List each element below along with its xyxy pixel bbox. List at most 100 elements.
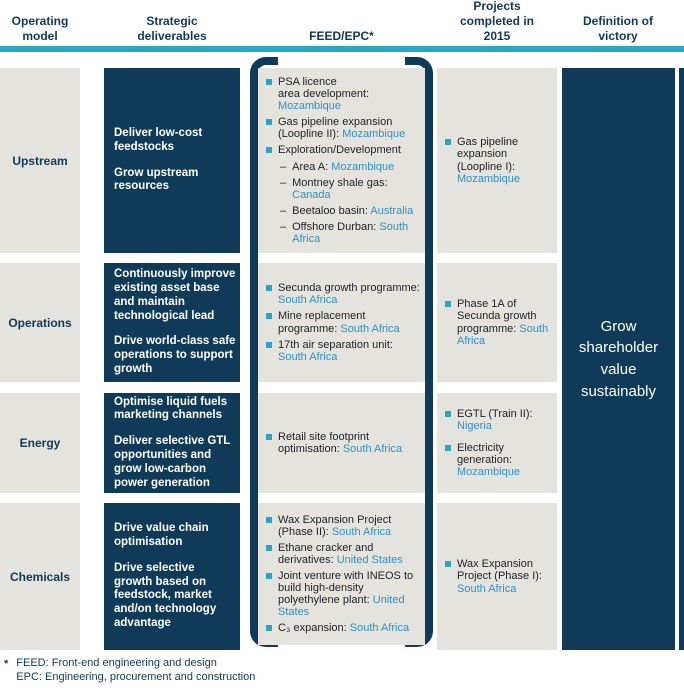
square-bullet-icon (266, 544, 272, 551)
item-text: Phase 1A of Secunda growth programme: (457, 298, 537, 335)
header-divider-line (0, 46, 684, 52)
dash-bullet-icon: – (280, 220, 287, 233)
row-label: Upstream (12, 153, 68, 168)
item-location: Canada (292, 188, 331, 201)
square-bullet-icon (266, 147, 272, 154)
deliverables-energy: Optimise liquid fuels marketing channels… (104, 393, 240, 493)
deliverable-text: Continuously improve existing asset base… (114, 268, 236, 322)
row-label: Energy (19, 436, 61, 450)
square-bullet-icon (266, 433, 272, 440)
list-item: Mine replacement programme: South Africa (266, 310, 421, 335)
deliverable-text: Grow upstream resources (114, 166, 199, 193)
item-text: Electricity generation: (457, 441, 513, 467)
item-location: Mozambique (457, 172, 520, 185)
square-bullet-icon (266, 313, 272, 320)
projects-2015-upstream: Gas pipeline expansion (Loopline I): Moz… (437, 68, 557, 253)
item-text: Mine replacement programme: (278, 310, 366, 335)
item-text: PSA licence area development: (278, 75, 370, 101)
dash-bullet-icon: – (280, 176, 287, 189)
list-item: Gas pipeline expansion (Loopline II): Mo… (266, 116, 421, 140)
square-bullet-icon (266, 625, 272, 632)
column-header-strategic-deliverables: Strategic deliverables (137, 14, 207, 43)
item-location: Mozambique (342, 128, 406, 141)
row-label: Operations (8, 315, 72, 330)
list-item: Retail site footprint optimisation: Sout… (266, 431, 421, 455)
deliverable-text: Optimise liquid fuels marketing channels (114, 395, 228, 422)
item-text: Joint venture with INEOS to build high-d… (278, 569, 414, 607)
victory-text: Grow shareholder value sustainably (578, 317, 659, 400)
item-location: Nigeria (457, 419, 492, 432)
list-item: Secunda growth programme: South Africa (266, 282, 421, 306)
projects-2015-chemicals: Wax Expansion Project (Phase I): South A… (437, 503, 557, 650)
item-location: United States (278, 594, 405, 619)
list-item: Exploration/Development (266, 144, 421, 156)
square-bullet-icon (445, 139, 451, 146)
dash-bullet-icon: – (280, 204, 287, 217)
deliverable-text: Drive world-class safe operations to sup… (114, 335, 236, 375)
item-location: South Africa (292, 220, 409, 245)
item-text: C₃ expansion: (278, 622, 347, 635)
deliverable-text: Deliver selective GTL opportunities and … (114, 435, 231, 489)
item-text: Exploration/Development (278, 144, 401, 157)
column-header-definition-of-victory: Definition of victory (583, 14, 653, 43)
column-header-operating-model: Operating model (11, 14, 69, 43)
deliverables-chemicals: Drive value chain optimisation Drive sel… (104, 503, 240, 650)
square-bullet-icon (445, 410, 451, 417)
item-text: Gas pipeline expansion (Loopline II): (278, 116, 393, 141)
footnote: * FEED: Front-end engineering and design… (4, 657, 255, 685)
list-subitem: – Montney shale gas: Canada (266, 177, 421, 201)
feed-epc-operations: Secunda growth programme: South Africa M… (258, 263, 425, 382)
list-subitem: – Area A: Mozambique (266, 161, 421, 173)
column-header-feed-epc: FEED/EPC* (309, 29, 374, 43)
item-location: Mozambique (278, 100, 341, 113)
square-bullet-icon (266, 285, 272, 292)
item-location: South Africa (349, 622, 410, 635)
square-bullet-icon (266, 341, 272, 348)
item-text: Beetaloo basin: (292, 204, 368, 217)
deliverables-upstream: Deliver low-cost feedstocks Grow upstrea… (104, 68, 240, 253)
operating-model-energy: Energy (0, 393, 80, 493)
footnote-line: FEED: Front-end engineering and design (16, 657, 217, 669)
item-location: Australia (370, 204, 414, 217)
list-subitem: – Offshore Durban: South Africa (266, 221, 421, 245)
square-bullet-icon (266, 516, 272, 523)
dash-bullet-icon: – (280, 160, 287, 173)
item-location: Mozambique (457, 466, 520, 479)
item-location: South Africa (331, 525, 392, 538)
item-location: South Africa (340, 322, 400, 335)
projects-2015-operations: Phase 1A of Secunda growth programme: So… (437, 263, 557, 382)
feed-epc-chemicals: Wax Expansion Project (Phase II): South … (258, 503, 425, 645)
column-header-projects-2015: Projects completed in 2015 (459, 0, 534, 43)
operating-model-chemicals: Chemicals (0, 503, 80, 650)
item-text: Wax Expansion Project (Phase I): (457, 558, 542, 583)
list-item: Gas pipeline expansion (Loopline I): Moz… (445, 136, 551, 185)
deliverable-text: Deliver low-cost feedstocks (114, 126, 203, 153)
item-text: Retail site footprint optimisation: (278, 430, 370, 455)
item-location: South Africa (457, 582, 517, 595)
list-item: EGTL (Train II): Nigeria (445, 408, 551, 432)
definition-of-victory-cell: Grow shareholder value sustainably (562, 68, 675, 650)
list-item: Ethane cracker and derivatives: United S… (266, 542, 421, 566)
item-location: South Africa (342, 443, 403, 455)
row-label: Chemicals (9, 569, 71, 584)
list-item: Electricity generation: Mozambique (445, 442, 551, 478)
deliverable-text: Drive value chain optimisation (114, 522, 209, 548)
item-location: South Africa (278, 350, 338, 363)
deliverables-operations: Continuously improve existing asset base… (104, 263, 240, 382)
footnote-line: EPC: Engineering, procurement and constr… (16, 670, 256, 683)
list-item: Phase 1A of Secunda growth programme: So… (445, 298, 551, 347)
item-location: South Africa (278, 294, 338, 307)
item-text: Secunda growth programme: (278, 282, 420, 295)
item-text: Offshore Durban: (292, 220, 377, 233)
item-text: EGTL (Train II): (457, 407, 533, 420)
right-edge-strip (679, 68, 684, 650)
item-text: Gas pipeline expansion (Loopline I): (457, 136, 519, 173)
deliverable-text: Drive selective growth based on feedstoc… (114, 561, 217, 629)
list-item: Wax Expansion Project (Phase II): South … (266, 514, 421, 538)
item-text: 17th air separation unit: (278, 338, 393, 351)
item-location: South Africa (457, 322, 549, 347)
list-item: 17th air separation unit: South Africa (266, 339, 421, 363)
square-bullet-icon (266, 78, 272, 85)
operating-model-operations: Operations (0, 263, 80, 382)
